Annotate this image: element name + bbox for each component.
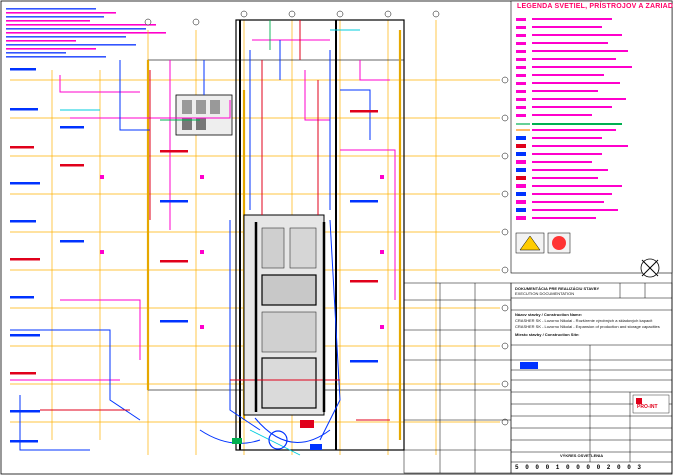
drawing-title: VÝKRES OSVETLENIA — [560, 453, 604, 458]
cable-routes-cyan — [60, 29, 360, 456]
central-core — [243, 214, 325, 416]
compass-icon — [640, 258, 660, 278]
logo-icon — [632, 394, 670, 414]
light-fixtures — [100, 175, 384, 329]
doc-type: DOKUMENTÁCIA PRE REALIZÁCIU STAVBY — [515, 286, 600, 291]
project-line2: CRASHER SK - Lozorno Nikolai - Expansion… — [515, 325, 660, 329]
cable-routes-red — [40, 20, 390, 421]
core-walls — [254, 222, 326, 412]
doc-type-en: EXECUTION DOCUMENTATION — [515, 291, 575, 296]
legend-panel — [510, 0, 673, 278]
legend-rows — [516, 18, 632, 220]
circuit-labels-left — [10, 68, 378, 443]
structural-grid — [10, 20, 500, 455]
revision-table — [403, 282, 512, 474]
sheet-number: 5 0 0 0 1 0 0 0 0 2 0 0 3 — [515, 464, 643, 471]
site-label: Miesto stavby / Construction Site: — [515, 332, 580, 337]
hazard-symbol-icon — [515, 232, 571, 254]
logo-small-icon — [520, 362, 538, 369]
equipment-room — [175, 94, 233, 136]
legend-title: LEGENDA SVETIEL, PRÍSTROJOV A ZARIADENÍ — [517, 3, 673, 10]
distribution-boards — [232, 420, 322, 450]
grid-bubbles — [144, 10, 509, 426]
cable-routes-blue — [10, 40, 371, 451]
lighting-circuits-magenta — [10, 39, 396, 381]
project-label: Názov stavby / Construction Name: — [515, 312, 583, 317]
project-line1: CRASHER SK - Lozorno Nikolai - Rozšíreni… — [515, 319, 653, 323]
general-notes — [6, 8, 166, 58]
logo-text: PRO-INT — [637, 404, 658, 410]
cable-routes-green — [160, 20, 271, 121]
